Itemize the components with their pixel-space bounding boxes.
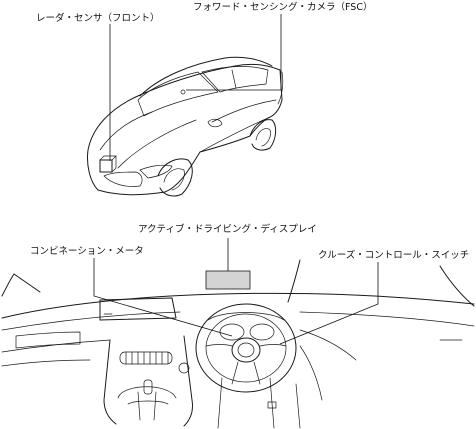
- combination-meter-label: コンビネーション・メータ: [30, 246, 144, 257]
- active-driving-display-label: アクティブ・ドライビング・ディスプレイ: [138, 223, 317, 235]
- radar-sensor-label: レーダ・センサ（フロント）: [36, 12, 160, 24]
- forward-camera-leader: [186, 14, 282, 91]
- cruise-control-switch-label: クルーズ・コントロール・スイッチ: [318, 249, 469, 261]
- active-driving-display: [205, 270, 251, 290]
- dashboard-illustration: [1, 259, 475, 429]
- combination-meter-leader: [93, 258, 233, 337]
- cruise-switch-leader: [279, 262, 379, 345]
- car-illustration: [87, 56, 284, 197]
- forward-camera-label: フォワード・センシング・カメラ（FSC）: [193, 1, 372, 13]
